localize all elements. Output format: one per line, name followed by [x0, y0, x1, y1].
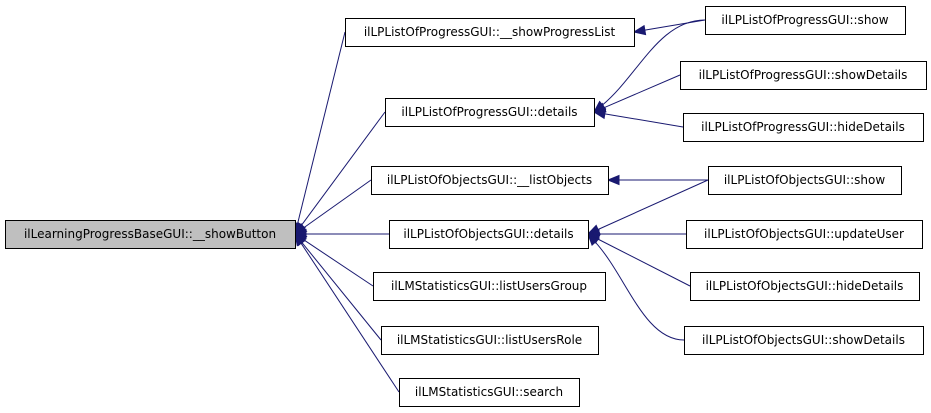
edge-listUsersGroup-to-root	[303, 239, 374, 287]
node-box	[385, 98, 595, 127]
node-box	[686, 220, 923, 249]
node-box	[684, 326, 924, 355]
arrowhead-icon	[632, 24, 647, 36]
node-il-lmstatistics-gui-search[interactable]: ilLMStatisticsGUI::search	[399, 378, 580, 407]
node-il-lplist-of-progress-gui-show[interactable]: ilLPListOfProgressGUI::show	[705, 6, 906, 35]
node-il-lplist-of-progress-gui-show-details[interactable]: ilLPListOfProgressGUI::showDetails	[680, 61, 927, 90]
node-il-lplist-of-objects-gui-list-objects[interactable]: ilLPListOfObjectsGUI::__listObjects	[371, 166, 609, 195]
node-il-learning-progress-base-gui-show-button[interactable]: ilLearningProgressBaseGUI::__showButton	[5, 220, 296, 249]
node-box	[708, 166, 902, 195]
node-label: ilLPListOfProgressGUI::showDetails	[699, 68, 908, 82]
node-label: ilLPListOfProgressGUI::__showProgressLis…	[364, 25, 616, 39]
node-label: ilLPListOfProgressGUI::show	[721, 13, 888, 27]
edges-layer	[292, 19, 709, 393]
node-box	[399, 378, 580, 407]
node-label: ilLPListOfObjectsGUI::show	[724, 173, 885, 187]
node-box	[371, 166, 609, 195]
node-label: ilLPListOfObjectsGUI::hideDetails	[706, 279, 904, 293]
node-box	[381, 326, 599, 355]
edge-objShow-to-objDetails	[597, 179, 709, 230]
edge-objHideDetails-to-objDetails	[597, 238, 691, 287]
node-il-lplist-of-progress-gui-details[interactable]: ilLPListOfProgressGUI::details	[385, 98, 595, 127]
node-label: ilLPListOfObjectsGUI::__listObjects	[387, 173, 592, 187]
arrowhead-icon	[592, 108, 607, 120]
node-label: ilLPListOfProgressGUI::details	[401, 105, 577, 119]
node-box	[5, 220, 296, 249]
node-il-lplist-of-progress-gui-hide-details[interactable]: ilLPListOfProgressGUI::hideDetails	[683, 113, 924, 142]
node-label: ilLMStatisticsGUI::search	[415, 385, 563, 399]
node-box	[680, 61, 927, 90]
node-label: ilLearningProgressBaseGUI::__showButton	[24, 227, 276, 241]
edge-progShow-to-progDetails	[602, 19, 706, 106]
arrowhead-icon	[587, 233, 600, 247]
arrowhead-icon	[606, 174, 620, 186]
node-box	[389, 220, 589, 249]
edge-showProgressList-to-root	[297, 31, 346, 224]
arrowhead-icon	[294, 232, 306, 247]
node-box	[345, 18, 635, 47]
node-il-lmstatistics-gui-list-users-group[interactable]: ilLMStatisticsGUI::listUsersGroup	[373, 272, 606, 301]
node-box	[683, 113, 924, 142]
edge-listObjects-to-root	[303, 179, 372, 229]
nodes-layer: ilLearningProgressBaseGUI::__showButtoni…	[5, 6, 927, 407]
node-il-lplist-of-objects-gui-details[interactable]: ilLPListOfObjectsGUI::details	[389, 220, 589, 249]
node-label: ilLMStatisticsGUI::listUsersRole	[397, 333, 582, 347]
node-box	[373, 272, 606, 301]
node-label: ilLPListOfObjectsGUI::updateUser	[704, 227, 904, 241]
edge-progShow-to-showProgressList	[644, 19, 706, 31]
edge-search-to-root	[300, 242, 400, 393]
edge-objShowDetails-to-objDetails	[595, 241, 685, 341]
node-label: ilLPListOfProgressGUI::hideDetails	[701, 120, 905, 134]
edge-progShowDetails-to-progDetails	[603, 74, 681, 109]
node-il-lplist-of-objects-gui-show-details[interactable]: ilLPListOfObjectsGUI::showDetails	[684, 326, 924, 355]
node-il-lplist-of-objects-gui-hide-details[interactable]: ilLPListOfObjectsGUI::hideDetails	[690, 272, 920, 301]
node-label: ilLMStatisticsGUI::listUsersGroup	[391, 279, 587, 293]
edge-progDetails-to-root	[301, 111, 386, 226]
edge-progHideDetails-to-progDetails	[604, 113, 684, 128]
node-box	[705, 6, 906, 35]
node-il-lplist-of-objects-gui-show[interactable]: ilLPListOfObjectsGUI::show	[708, 166, 902, 195]
node-il-lplist-of-progress-gui-show-progress-list[interactable]: ilLPListOfProgressGUI::__showProgressLis…	[345, 18, 635, 47]
node-box	[690, 272, 920, 301]
node-il-lplist-of-objects-gui-update-user[interactable]: ilLPListOfObjectsGUI::updateUser	[686, 220, 923, 249]
edge-listUsersRole-to-root	[301, 242, 382, 341]
node-label: ilLPListOfObjectsGUI::details	[403, 227, 573, 241]
node-label: ilLPListOfObjectsGUI::showDetails	[702, 333, 905, 347]
node-il-lmstatistics-gui-list-users-role[interactable]: ilLMStatisticsGUI::listUsersRole	[381, 326, 599, 355]
